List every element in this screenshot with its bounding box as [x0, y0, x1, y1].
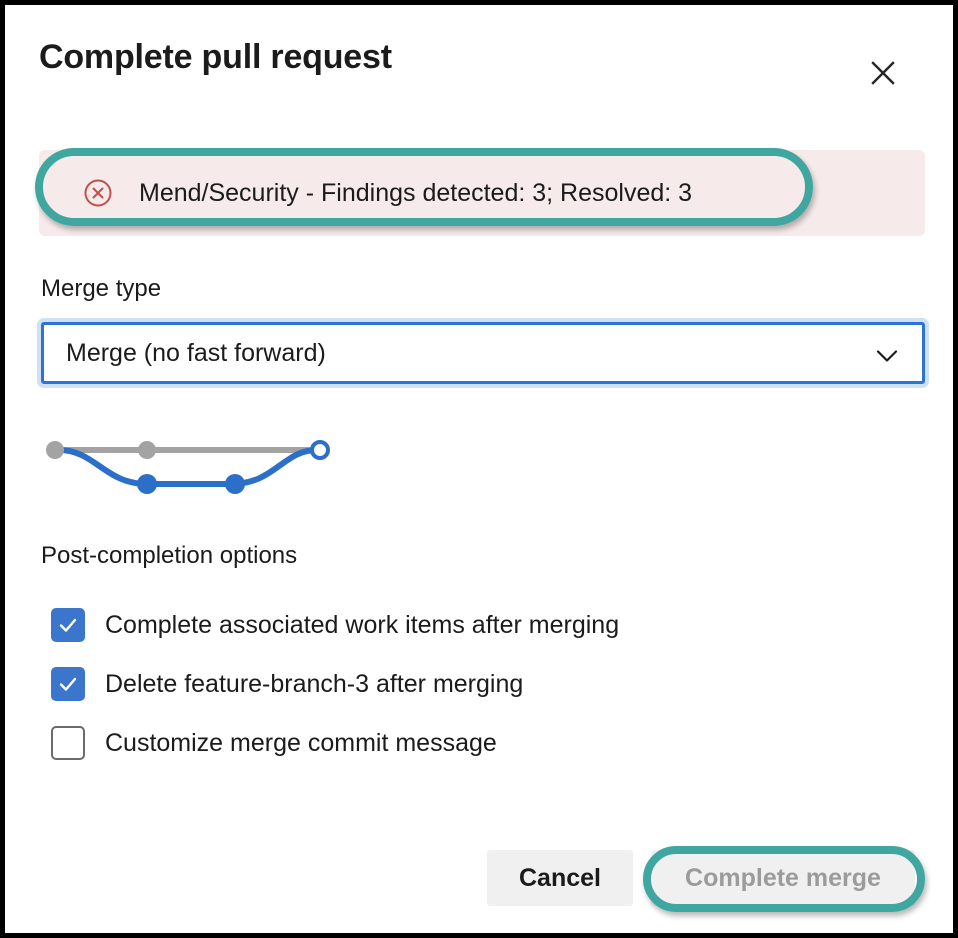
option-label: Delete feature-branch-3 after merging	[105, 669, 524, 698]
chevron-down-icon	[874, 343, 900, 369]
option-label: Customize merge commit message	[105, 728, 497, 757]
complete-merge-button[interactable]: Complete merge	[651, 850, 915, 906]
status-banner-error: Mend/Security - Findings detected: 3; Re…	[39, 150, 925, 236]
cancel-button[interactable]: Cancel	[487, 850, 633, 906]
merge-type-label: Merge type	[41, 275, 162, 302]
error-circle-x-icon	[83, 178, 113, 208]
merge-type-dropdown[interactable]: Merge (no fast forward)	[41, 322, 925, 384]
checkbox-checked-icon[interactable]	[51, 667, 85, 701]
post-completion-label: Post-completion options	[41, 542, 298, 569]
option-label: Complete associated work items after mer…	[105, 610, 620, 639]
close-icon[interactable]	[863, 53, 903, 93]
checkbox-checked-icon[interactable]	[51, 608, 85, 642]
checkbox-unchecked-icon[interactable]	[51, 726, 85, 760]
option-complete-work-items[interactable]: Complete associated work items after mer…	[51, 608, 619, 642]
page-title: Complete pull request	[39, 38, 392, 76]
status-banner-text: Mend/Security - Findings detected: 3; Re…	[139, 179, 693, 207]
option-customize-commit-message[interactable]: Customize merge commit message	[51, 726, 497, 760]
merge-type-selected-value: Merge (no fast forward)	[66, 339, 326, 367]
complete-pull-request-dialog: Complete pull request Mend/Security - Fi…	[5, 5, 953, 933]
option-delete-branch[interactable]: Delete feature-branch-3 after merging	[51, 667, 523, 701]
merge-graph-diagram	[35, 428, 335, 506]
